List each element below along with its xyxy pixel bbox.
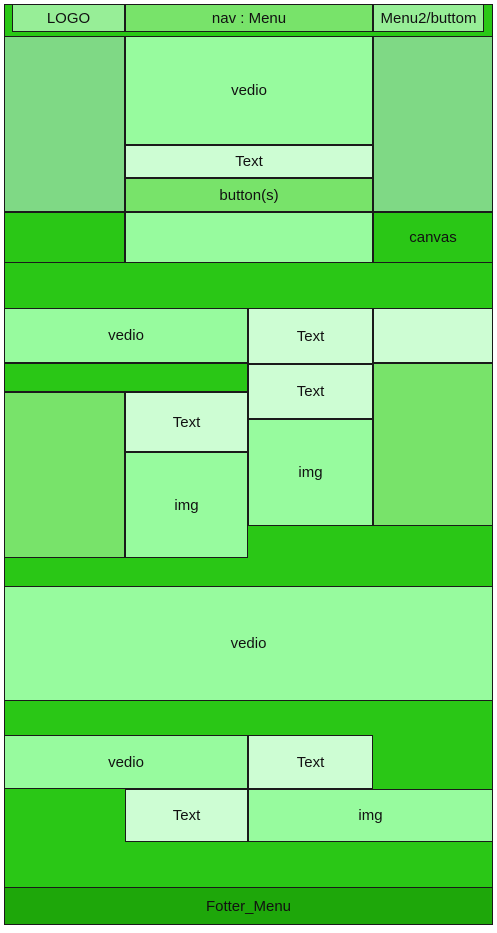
section2-text-middle: Text bbox=[248, 364, 373, 419]
section3-video-box: vedio bbox=[4, 586, 493, 701]
menu2-box: Menu2/buttom bbox=[373, 4, 484, 32]
nav-menu-box: nav : Menu bbox=[125, 4, 373, 32]
section4-text-bottom: Text bbox=[125, 789, 248, 842]
canvas-box: canvas bbox=[373, 212, 493, 263]
hero-lower-center bbox=[125, 212, 373, 263]
footer-menu-box: Fotter_Menu bbox=[4, 887, 493, 925]
section2-img-right: img bbox=[248, 419, 373, 526]
hero-video-box: vedio bbox=[125, 36, 373, 145]
hero-buttons-box: button(s) bbox=[125, 178, 373, 212]
section2-top-right-panel bbox=[373, 308, 493, 363]
section4-video-box: vedio bbox=[4, 735, 248, 789]
logo-box: LOGO bbox=[12, 4, 125, 32]
section4-img: img bbox=[248, 789, 493, 842]
section2-text-top: Text bbox=[248, 308, 373, 364]
hero-lower-left bbox=[4, 212, 125, 263]
hero-text-box: Text bbox=[125, 145, 373, 178]
section2-video-box: vedio bbox=[4, 308, 248, 363]
section2-right-panel bbox=[373, 363, 493, 526]
section2-text-left: Text bbox=[125, 392, 248, 452]
section2-left-panel bbox=[4, 392, 125, 558]
section2-strip bbox=[4, 363, 248, 392]
hero-right-panel bbox=[373, 36, 493, 212]
section4-text-top: Text bbox=[248, 735, 373, 789]
section2-img-left: img bbox=[125, 452, 248, 558]
hero-left-panel bbox=[4, 36, 125, 212]
